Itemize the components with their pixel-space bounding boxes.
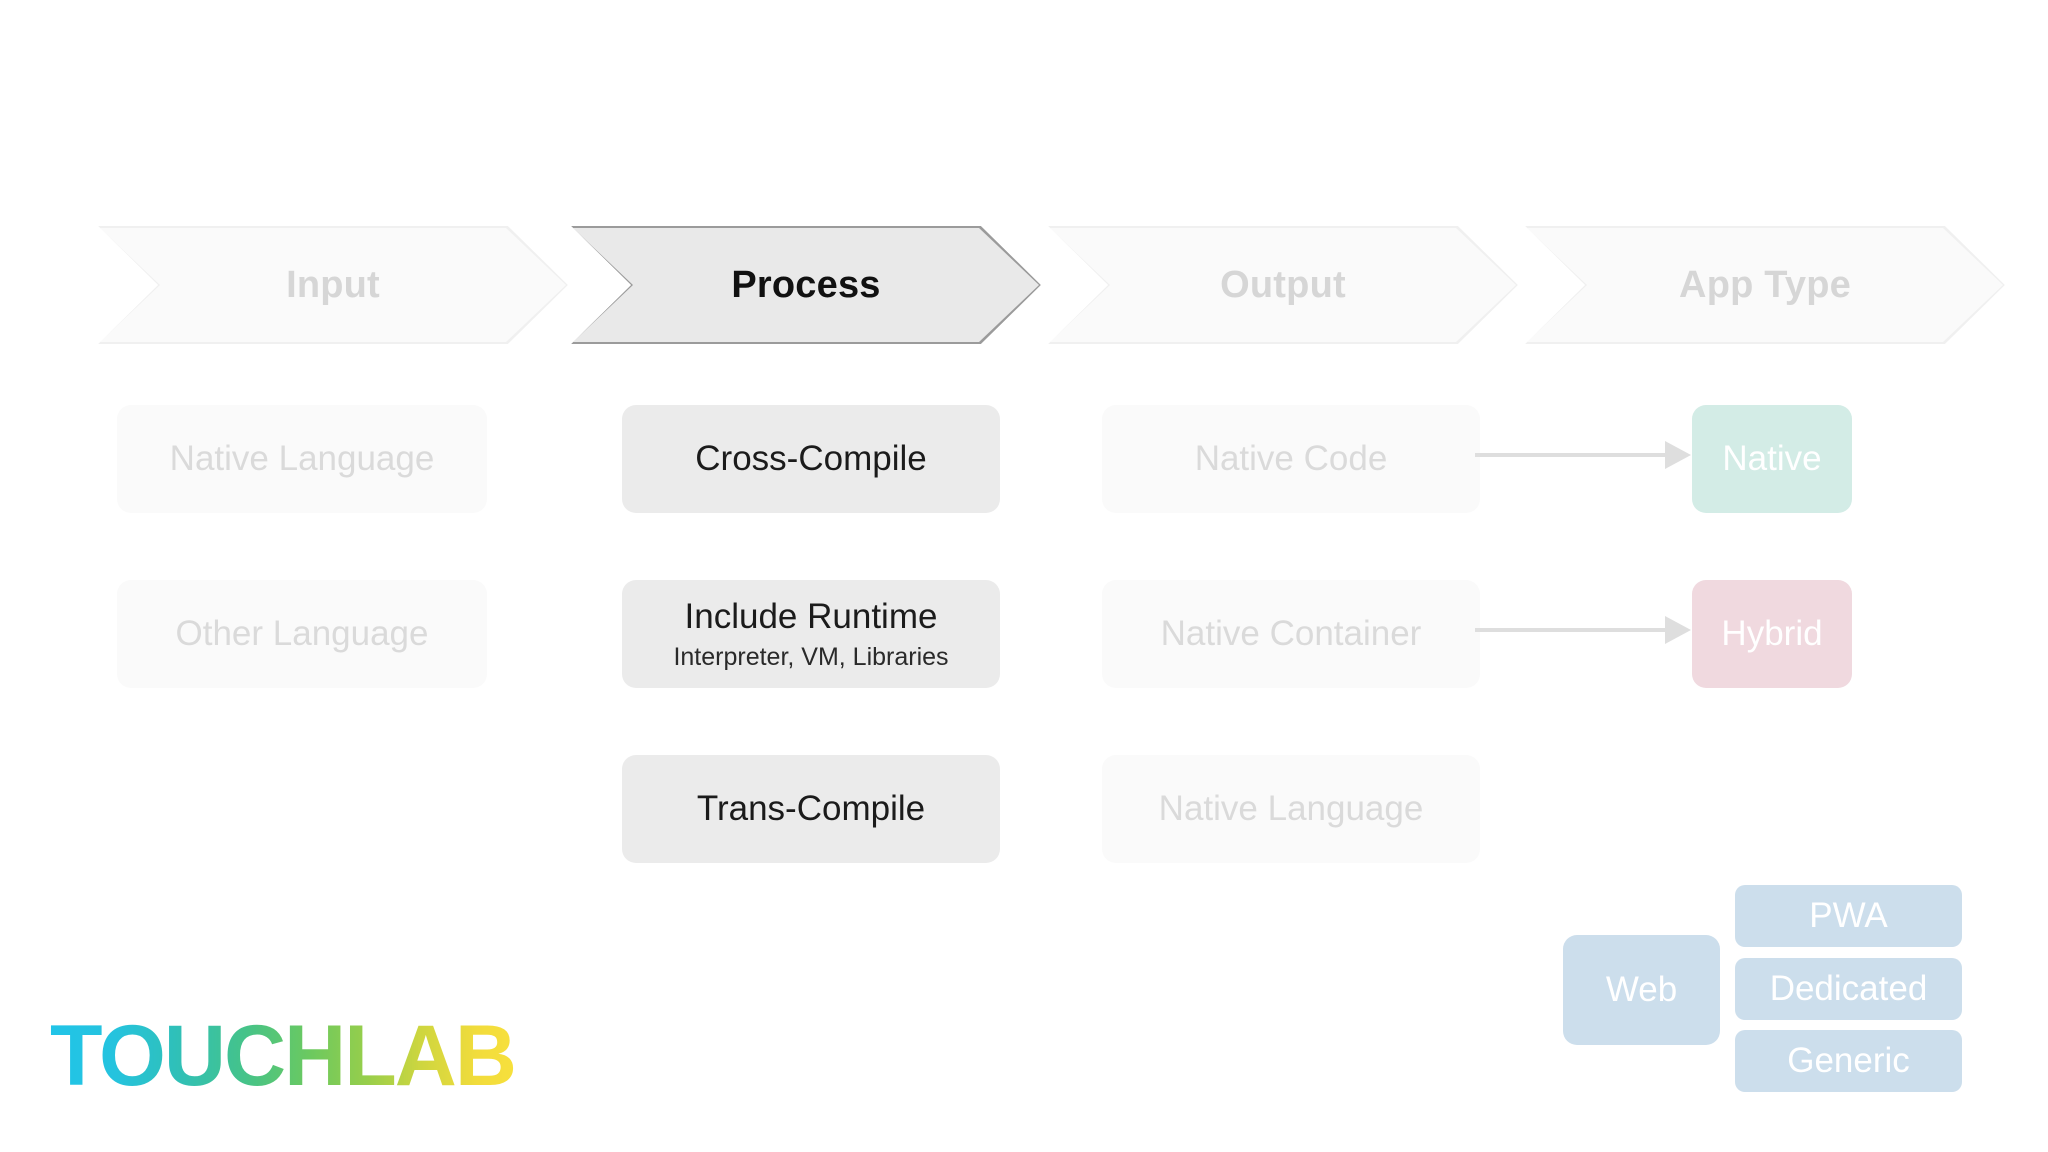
node-label: Native Code <box>1194 438 1388 478</box>
node-label: Cross-Compile <box>695 438 927 478</box>
node-sublabel: Interpreter, VM, Libraries <box>673 642 949 671</box>
header-chevron-label: Process <box>731 263 881 306</box>
node-process-cross-compile[interactable]: Cross-Compile <box>622 405 1000 513</box>
node-output-native-container[interactable]: Native Container <box>1102 580 1480 688</box>
header-chevron-output[interactable]: Output <box>1048 226 1518 344</box>
node-app-type-generic[interactable]: Generic <box>1735 1030 1962 1092</box>
node-input-native-language[interactable]: Native Language <box>117 405 487 513</box>
node-process-trans-compile[interactable]: Trans-Compile <box>622 755 1000 863</box>
node-label: Web <box>1605 969 1678 1009</box>
node-app-type-hybrid[interactable]: Hybrid <box>1692 580 1852 688</box>
node-label: Generic <box>1787 1040 1910 1080</box>
arrow-shaft <box>1475 453 1665 457</box>
arrow-head-icon <box>1665 616 1691 644</box>
header-chevron-input[interactable]: Input <box>98 226 568 344</box>
node-label: Native Container <box>1160 613 1422 653</box>
chevron-fill <box>573 228 1039 342</box>
header-chevron-process[interactable]: Process <box>571 226 1041 344</box>
node-app-type-native[interactable]: Native <box>1692 405 1852 513</box>
node-output-native-code[interactable]: Native Code <box>1102 405 1480 513</box>
arrow-shaft <box>1475 628 1665 632</box>
node-output-native-language[interactable]: Native Language <box>1102 755 1480 863</box>
arrow-native-container-to-hybrid <box>1475 616 1691 644</box>
node-input-other-language[interactable]: Other Language <box>117 580 487 688</box>
node-app-type-web[interactable]: Web <box>1563 935 1720 1045</box>
arrow-head-icon <box>1665 441 1691 469</box>
node-label: PWA <box>1809 895 1888 935</box>
node-label: Native Language <box>169 438 435 478</box>
header-chevron-label: Input <box>286 263 380 306</box>
chevron-fill <box>1050 228 1516 342</box>
node-label: Trans-Compile <box>696 788 926 828</box>
node-label: Native Language <box>1158 788 1424 828</box>
node-label: Other Language <box>175 613 429 653</box>
node-label: Hybrid <box>1721 613 1823 653</box>
node-label: Dedicated <box>1769 968 1928 1008</box>
header-chevron-label: Output <box>1220 263 1346 306</box>
header-chevron-label: App Type <box>1679 263 1851 306</box>
node-label: Include Runtime <box>684 596 938 636</box>
node-label: Native <box>1722 438 1822 478</box>
node-app-type-dedicated[interactable]: Dedicated <box>1735 958 1962 1020</box>
chevron-fill <box>100 228 566 342</box>
header-chevron-app-type[interactable]: App Type <box>1525 226 2005 344</box>
node-process-include-runtime[interactable]: Include Runtime Interpreter, VM, Librari… <box>622 580 1000 688</box>
touchlab-logo: TOUCHLAB <box>50 1008 517 1104</box>
arrow-native-code-to-native <box>1475 441 1691 469</box>
chevron-fill <box>1527 228 2003 342</box>
node-app-type-pwa[interactable]: PWA <box>1735 885 1962 947</box>
